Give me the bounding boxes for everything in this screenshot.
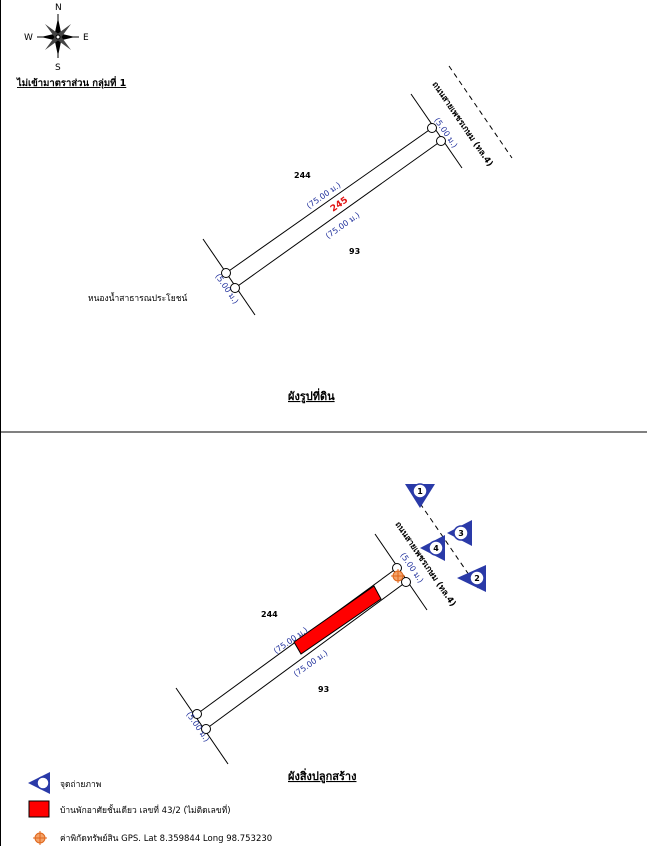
photo-point-2: 2 <box>457 565 486 592</box>
compass-north: N <box>55 3 62 13</box>
south-neighbor: 93 <box>318 685 329 694</box>
corner-pin <box>201 724 211 734</box>
photo-point-number: 1 <box>417 487 423 496</box>
land-plan: ถนนสายเพชรเกษม (ทล.4) (5.00 ม.) (5.00 ม.… <box>88 65 513 404</box>
compass-east: E <box>83 33 89 43</box>
legend: จุดถ่ายภาพ บ้านพักอาศัยชั้นเดียว เลขที่ … <box>28 772 272 845</box>
legend-house: บ้านพักอาศัยชั้นเดียว เลขที่ 43/2 (ไม่ติ… <box>60 804 231 816</box>
photo-point-4: 4 <box>420 535 445 561</box>
compass-west: W <box>24 33 33 43</box>
parcel-north-side <box>225 127 433 274</box>
corner-pin <box>192 709 202 719</box>
photo-point-legend-icon <box>28 772 50 794</box>
photo-point-number: 4 <box>433 544 439 553</box>
legend-gps: ค่าพิกัดทรัพย์สิน GPS. Lat 8.359844 Long… <box>60 833 272 844</box>
land-plan-caption: ผังรูปที่ดิน <box>288 388 335 404</box>
photo-point-number: 3 <box>458 529 464 538</box>
house-footprint <box>293 585 382 655</box>
corner-pin <box>221 268 231 278</box>
building-plan-caption: ผังสิ่งปลูกสร้าง <box>288 768 356 784</box>
corner-pin <box>436 136 446 146</box>
parcel-south-side <box>205 581 407 730</box>
compass-icon: N S E W <box>24 3 89 73</box>
west-neighbor: หนองน้ำสาธารณประโยชน์ <box>88 292 187 304</box>
corner-pin <box>230 283 240 293</box>
photo-point-1: 1 <box>405 483 435 508</box>
south-neighbor: 93 <box>349 247 360 256</box>
scale-note: ไม่เข้ามาตราส่วน กลุ่มที่ 1 <box>16 75 126 89</box>
gps-legend-icon <box>33 831 47 845</box>
compass-south: S <box>55 63 61 73</box>
road-centerline <box>448 65 513 159</box>
corner-pin <box>401 577 411 587</box>
parcel-east-side <box>410 93 463 169</box>
photo-point-number: 2 <box>474 574 480 583</box>
parcel-south-side <box>234 140 442 289</box>
north-neighbor: 244 <box>261 610 278 619</box>
house-legend-swatch <box>28 800 50 818</box>
length-south-label: (75.00 ม.) <box>292 649 329 679</box>
photo-point-3: 3 <box>447 520 472 546</box>
north-neighbor: 244 <box>294 171 311 180</box>
road-centerline <box>414 495 479 589</box>
length-south-label: (75.00 ม.) <box>324 211 361 241</box>
gps-marker-icon <box>391 569 405 583</box>
building-plan: ถนนสายเพชรเกษม (ทล.4) (5.00 ม.) (5.00 ม.… <box>175 483 486 784</box>
corner-pin <box>427 123 437 133</box>
legend-photo-point: จุดถ่ายภาพ <box>60 780 101 790</box>
